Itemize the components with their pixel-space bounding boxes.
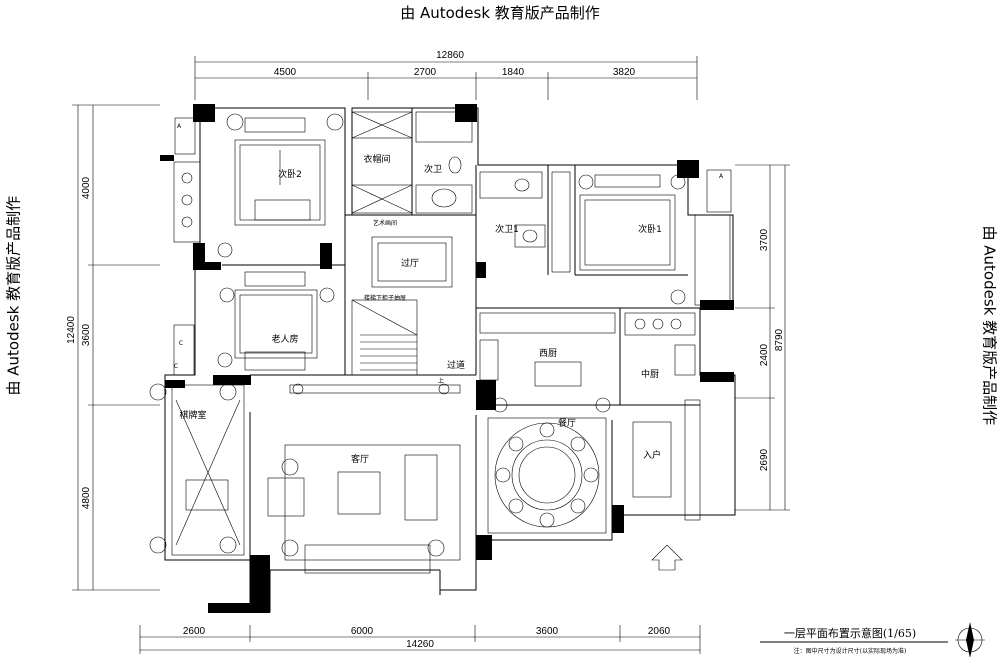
dining-room-furniture (487, 417, 607, 534)
living-room-furniture (267, 383, 461, 574)
dim-bottom-1: 2600 (183, 626, 206, 637)
label-wardrobe-b: A (719, 173, 724, 180)
bath-top-fixtures (415, 111, 473, 214)
dim-bottom-total: 14260 (406, 639, 434, 650)
label-wardrobe-a: A (177, 123, 182, 130)
dim-top-2: 2700 (414, 67, 437, 78)
dim-left-3: 4800 (81, 486, 92, 509)
label-art-niche: 艺术画间 (373, 219, 397, 227)
elder-room-furniture (217, 271, 335, 371)
label-stair-note: 楼梯下柜子抽屉 (364, 294, 406, 302)
bottom-dimensions: 2600 6000 3600 2060 14260 (139, 625, 701, 654)
label-hall: 过厅 (401, 257, 419, 269)
bath-right-fixtures (479, 171, 571, 273)
dim-top-1: 4500 (274, 67, 297, 78)
dim-top-4: 3820 (613, 67, 636, 78)
dim-bottom-3: 3600 (536, 626, 559, 637)
dim-bottom-2: 6000 (351, 626, 374, 637)
label-window-d: C (174, 363, 178, 370)
title-block: 一层平面布置示意图(1/65) 注：图中尺寸为设计尺寸(以实际现场为准) (760, 622, 985, 657)
label-elder-room: 老人房 (271, 333, 298, 345)
label-bath-top: 次卫 (424, 163, 442, 175)
hall-furniture (371, 236, 453, 288)
entrance-furniture (492, 397, 701, 571)
right-dimensions: 3700 2400 2690 8790 (735, 164, 790, 511)
bedroom2-furniture (217, 113, 344, 258)
plan-title: 一层平面布置示意图(1/65) (784, 626, 916, 640)
dim-right-total: 8790 (774, 328, 785, 351)
structural-columns (160, 104, 734, 613)
plan-note: 注：图中尺寸为设计尺寸(以实际现场为准) (794, 647, 907, 655)
bedroom1-furniture (578, 169, 732, 306)
label-dining-room: 餐厅 (558, 417, 576, 429)
dim-right-3: 2690 (759, 448, 770, 471)
dim-top-total: 12860 (436, 50, 464, 61)
label-bath-right: 次卫1 (495, 223, 519, 235)
label-cloakroom: 衣帽间 (363, 153, 390, 165)
dim-bottom-4: 2060 (648, 626, 671, 637)
label-entrance: 入户 (643, 449, 661, 461)
stairs (351, 299, 418, 376)
label-chinese-kitchen: 中厨 (641, 368, 659, 380)
left-cabinets (173, 117, 201, 376)
label-window-c: C (179, 340, 183, 347)
dim-left-total: 12400 (66, 316, 77, 344)
top-dimensions: 12860 4500 2700 1840 3820 (194, 50, 698, 100)
kitchen-fixtures (479, 312, 696, 387)
dim-right-2: 2400 (759, 343, 770, 366)
walls (164, 107, 736, 613)
label-chess-room: 棋牌室 (179, 409, 206, 421)
label-living-room: 客厅 (351, 453, 369, 465)
label-bedroom2: 次卧2 (278, 168, 302, 180)
dim-top-3: 1840 (502, 67, 525, 78)
dim-left-2: 3600 (81, 323, 92, 346)
room-labels: 次卧2 衣帽间 次卫 次卫1 次卧1 艺术画间 过厅 楼梯下柜子抽屉 老人房 过… (174, 123, 724, 465)
dim-right-1: 3700 (759, 228, 770, 251)
watermark-top: 由 Autodesk 教育版产品制作 (400, 4, 600, 22)
cloakroom-furniture (351, 111, 413, 214)
label-bedroom1: 次卧1 (638, 223, 662, 235)
label-west-kitchen: 西厨 (539, 348, 557, 359)
dim-left-1: 4000 (81, 176, 92, 199)
label-corridor: 过道 (447, 359, 465, 371)
chess-room-furniture (149, 383, 245, 556)
label-up: 上 (438, 377, 444, 385)
left-dimensions: 4000 3600 4800 12400 (66, 104, 160, 591)
north-arrow-icon (955, 622, 985, 657)
